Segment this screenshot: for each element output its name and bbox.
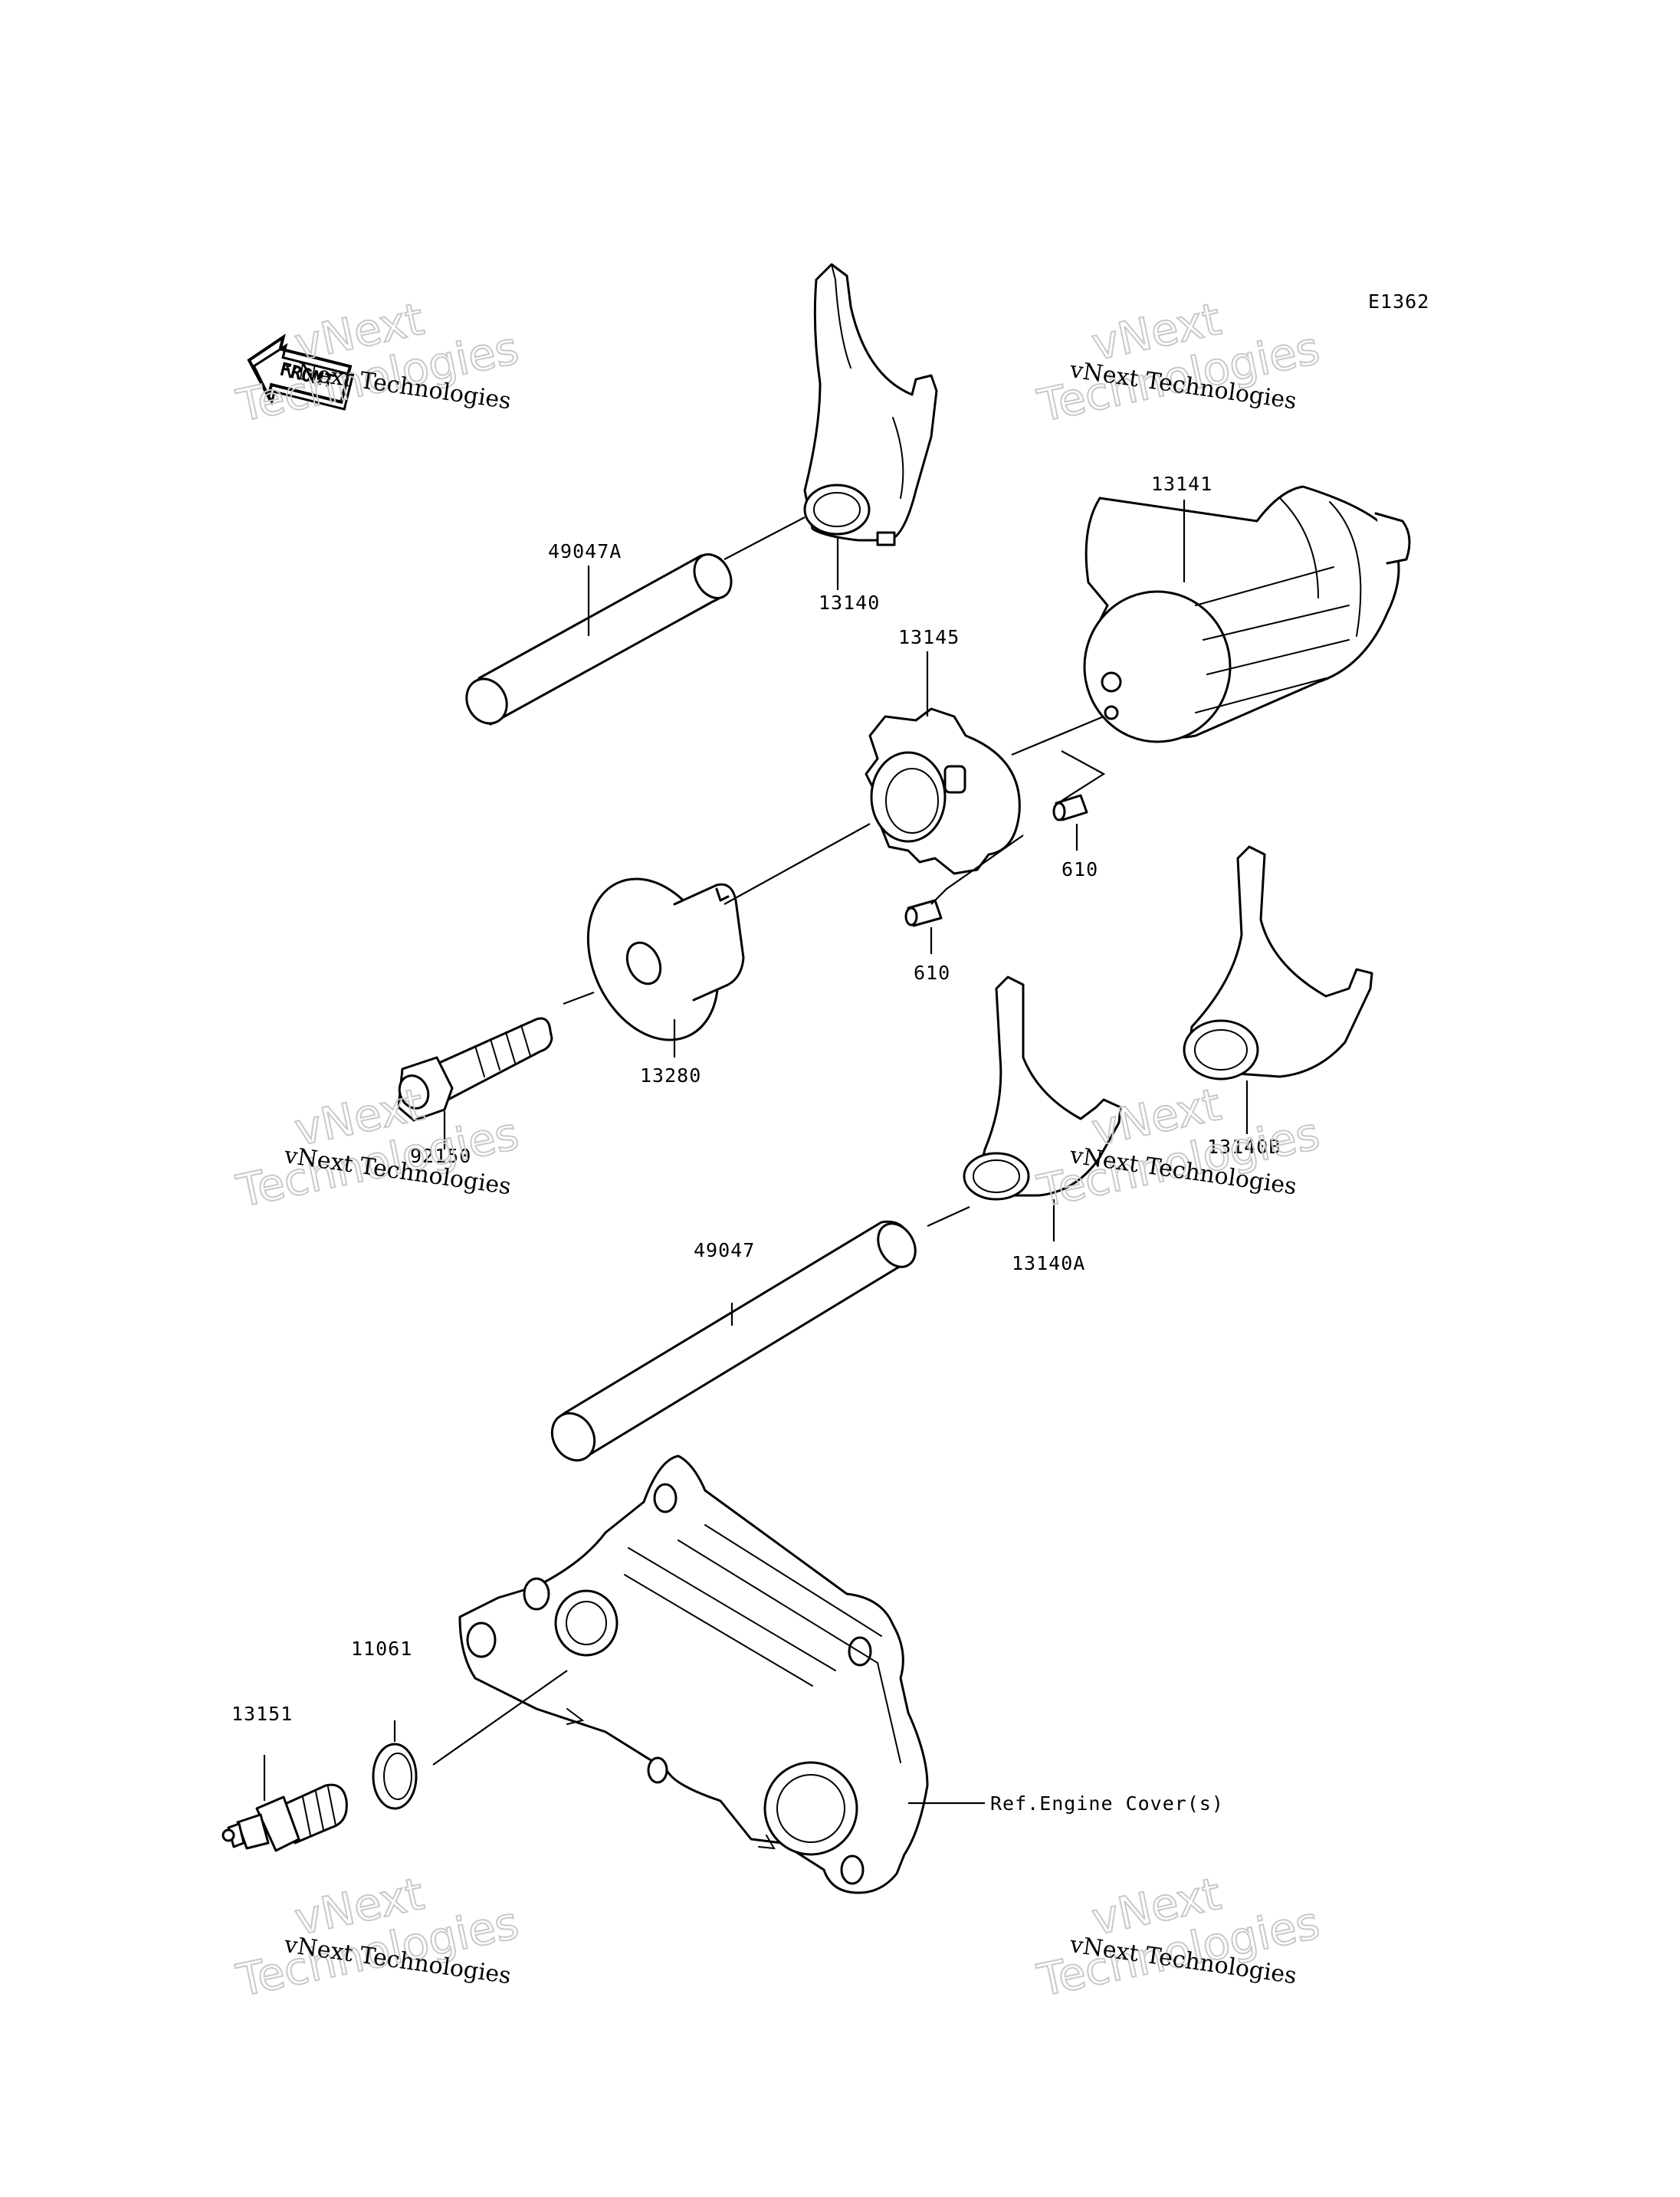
shift-fork-13140 <box>803 263 938 546</box>
shift-drum-cam-13145 <box>865 707 1021 875</box>
pin-610-upper <box>1052 794 1088 821</box>
leader-lines <box>263 500 1249 1805</box>
label-13280: 13280 <box>640 1064 701 1087</box>
label-49047A: 49047A <box>548 540 622 562</box>
label-13141: 13141 <box>1151 473 1212 495</box>
label-610-lower: 610 <box>914 962 950 984</box>
label-ref-engine-cover: Ref.Engine Cover(s) <box>990 1792 1224 1815</box>
watermark-top-right: vNext Technologies vNext Technologies <box>1032 292 1325 433</box>
engine-cover <box>458 1454 929 1894</box>
label-610-upper: 610 <box>1061 858 1098 880</box>
shift-rod-49047A <box>465 553 733 726</box>
label-11061: 11061 <box>351 1638 412 1660</box>
pin-610-lower <box>904 899 943 927</box>
diagram-code: E1362 <box>1368 290 1429 313</box>
label-13145: 13145 <box>898 626 960 648</box>
front-arrow-icon: FRONT <box>247 333 355 411</box>
watermark-mid-right: vNext Technologies vNext Technologies <box>1032 1077 1325 1218</box>
watermark-bottom-right: vNext Technologies vNext Technologies <box>1032 1867 1325 2008</box>
shift-drum-plate-13280 <box>586 877 745 1041</box>
label-13151: 13151 <box>231 1703 293 1725</box>
watermark-bottom-left: vNext Technologies vNext Technologies <box>231 1867 524 2008</box>
neutral-switch-13151 <box>221 1783 348 1852</box>
label-13140B: 13140B <box>1207 1136 1281 1158</box>
shift-drum-13141 <box>1083 485 1411 743</box>
washer-11061 <box>372 1743 418 1810</box>
watermark-mid-left: vNext Technologies vNext Technologies <box>231 1077 524 1218</box>
shift-rod-49047 <box>550 1220 917 1462</box>
shift-fork-13140B <box>1183 845 1373 1080</box>
bolt-92150 <box>397 1017 553 1122</box>
label-13140A: 13140A <box>1012 1252 1085 1274</box>
label-49047: 49047 <box>694 1239 755 1261</box>
label-92150: 92150 <box>410 1145 471 1167</box>
label-13140: 13140 <box>819 592 880 614</box>
shift-fork-13140A <box>963 976 1122 1201</box>
